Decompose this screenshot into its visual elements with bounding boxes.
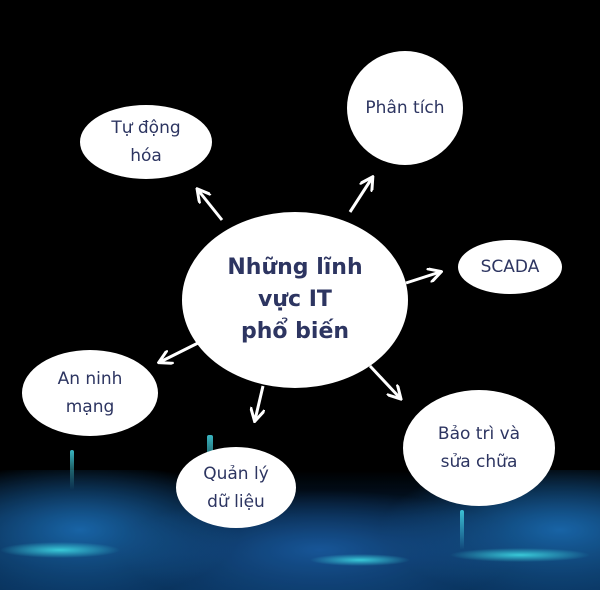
node-analysis: Phân tích <box>347 51 463 165</box>
node-automation: Tự động hóa <box>80 105 212 179</box>
particle-trail <box>70 450 74 490</box>
node-label: sửa chữa <box>440 452 518 472</box>
arrow-maintenance <box>368 364 400 398</box>
particle-trail <box>460 510 464 550</box>
arrow-analysis <box>348 178 372 213</box>
node-data: Quản lý dữ liệu <box>176 447 296 528</box>
node-label: mạng <box>65 397 115 417</box>
node-label: hóa <box>130 146 162 166</box>
arrow-scada <box>405 272 440 285</box>
node-label: SCADA <box>480 257 540 277</box>
arrow-security <box>160 340 201 362</box>
center-title-line: phổ biến <box>240 319 350 344</box>
node-label: dữ liệu <box>207 491 265 512</box>
node-label: Tự động <box>111 118 181 138</box>
node-maintenance: Bảo trì và sửa chữa <box>403 390 555 506</box>
arrow-automation <box>198 190 224 221</box>
center-node: Những lĩnh vực IT phổ biến <box>182 212 408 388</box>
node-label: Phân tích <box>365 98 445 118</box>
center-title-line: vực IT <box>258 287 332 312</box>
node-label: An ninh <box>57 369 123 389</box>
arrow-data <box>255 385 263 420</box>
node-security: An ninh mạng <box>22 350 158 436</box>
node-label: Quản lý <box>203 463 269 484</box>
node-label: Bảo trì và <box>437 424 521 444</box>
node-scada: SCADA <box>458 240 562 294</box>
center-title-line: Những lĩnh <box>227 255 363 280</box>
